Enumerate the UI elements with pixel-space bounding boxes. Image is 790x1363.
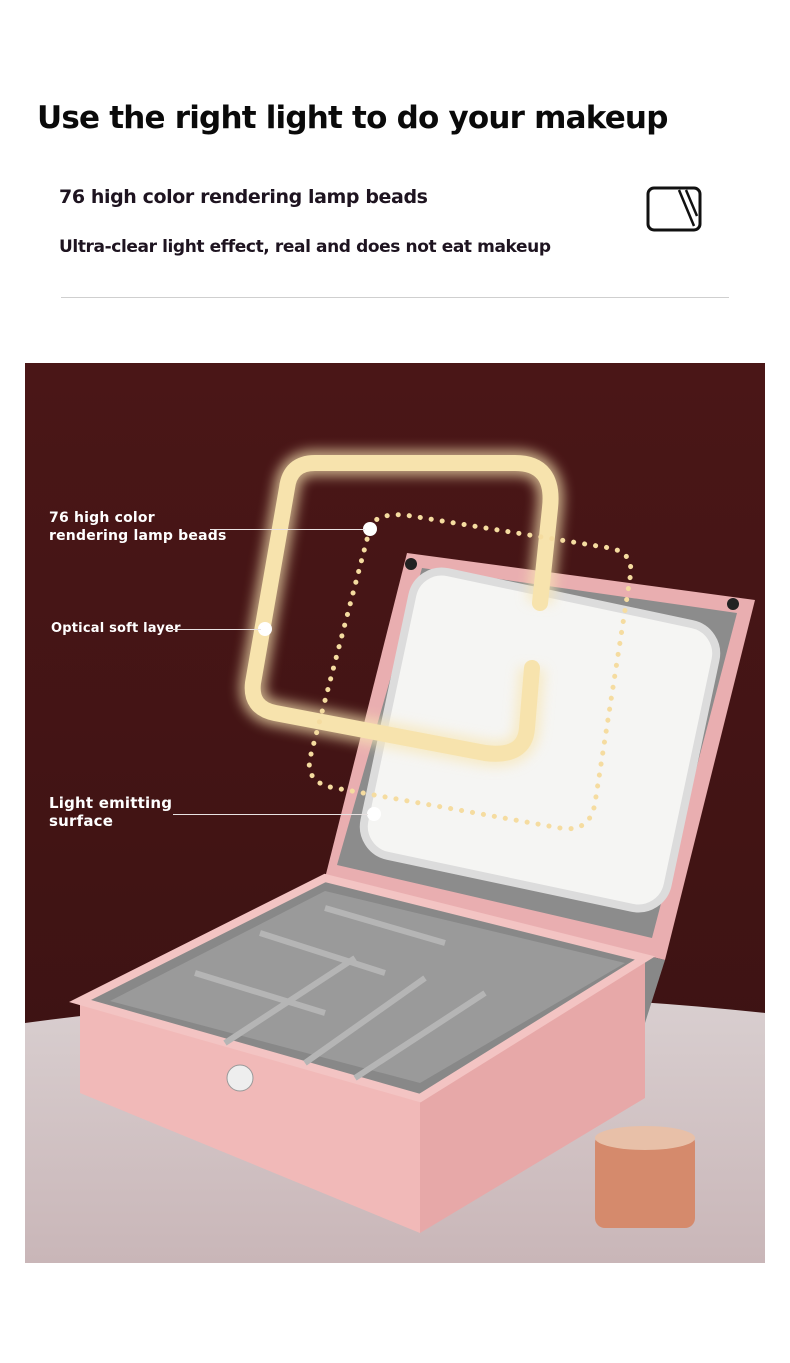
- annotation-line: [210, 529, 365, 530]
- annotation-text: 76 high color: [49, 510, 155, 526]
- annotation-text: rendering lamp beads: [49, 528, 227, 544]
- feature-subtitle: Ultra-clear light effect, real and does …: [59, 237, 551, 257]
- page-title: Use the right light to do your makeup: [37, 100, 668, 136]
- product-photo: 76 high color rendering lamp beads Optic…: [25, 363, 765, 1263]
- feature-title: 76 high color rendering lamp beads: [59, 186, 428, 208]
- divider: [61, 297, 729, 298]
- annotation-optical-layer: Optical soft layer: [51, 620, 181, 638]
- annotation-text: Optical soft layer: [51, 621, 181, 636]
- annotation-light-surface: Light emitting surface: [49, 794, 172, 830]
- mirror-icon: [646, 186, 702, 232]
- annotation-text: Light emitting: [49, 794, 173, 812]
- annotation-text: surface: [49, 812, 114, 830]
- annotation-lamp-beads: 76 high color rendering lamp beads: [49, 509, 227, 545]
- annotation-line: [173, 629, 261, 630]
- annotation-line: [173, 814, 368, 815]
- jewelry-box-illustration: [25, 363, 765, 1263]
